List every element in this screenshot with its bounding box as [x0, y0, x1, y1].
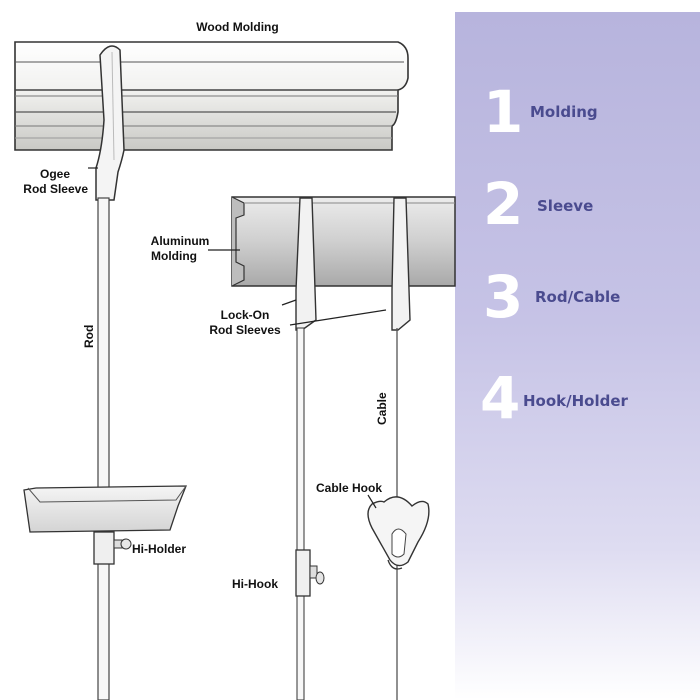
step-label: Molding: [530, 103, 598, 121]
cable-label: Cable: [375, 392, 389, 425]
step-label: Sleeve: [537, 197, 594, 215]
steps-panel: 1 Molding 2 Sleeve 3 Rod/Cable 4 Hook/Ho…: [455, 12, 700, 700]
ogee-label-line1: Ogee: [39, 167, 70, 181]
aluminum-label-line1: Aluminum: [150, 234, 210, 248]
rod-label: Rod: [82, 324, 96, 348]
step-label: Rod/Cable: [535, 288, 621, 306]
aluminum-molding-label: Aluminum Molding: [140, 234, 220, 264]
hi-hook: [295, 549, 325, 597]
ogee-rod-sleeve: [95, 45, 125, 201]
cable-hook-label: Cable Hook: [316, 481, 383, 495]
wood-molding-label: Wood Molding: [196, 20, 279, 34]
lock-on-rod-sleeves: [295, 197, 411, 331]
rod: [296, 327, 305, 700]
lockon-label-line2: Rod Sleeves: [209, 323, 281, 337]
leader-lines: [88, 167, 387, 509]
rod: [97, 197, 110, 700]
hi-hook-label: Hi-Hook: [232, 577, 278, 591]
wood-molding: [14, 41, 409, 151]
aluminum-label-line2: Molding: [151, 249, 197, 263]
ogee-label-line2: Rod Sleeve: [23, 182, 88, 196]
hi-holder: [23, 485, 187, 565]
step-1: 1 Molding: [455, 82, 700, 142]
cable-hook: [367, 496, 430, 570]
step-number: 1: [483, 78, 524, 146]
hi-holder-label: Hi-Holder: [132, 542, 186, 556]
step-number: 3: [483, 263, 524, 331]
aluminum-molding: [231, 196, 456, 287]
step-label: Hook/Holder: [523, 392, 628, 410]
step-4: 4 Hook/Holder: [455, 368, 700, 428]
lock-on-rod-sleeves-label: Lock-On Rod Sleeves: [200, 308, 290, 338]
step-number: 4: [480, 364, 521, 432]
ogee-rod-sleeve-label: Ogee Rod Sleeve: [10, 167, 88, 197]
step-number: 2: [483, 170, 524, 238]
lockon-label-line1: Lock-On: [220, 308, 270, 322]
step-3: 3 Rod/Cable: [455, 267, 700, 327]
step-2: 2 Sleeve: [455, 174, 700, 234]
